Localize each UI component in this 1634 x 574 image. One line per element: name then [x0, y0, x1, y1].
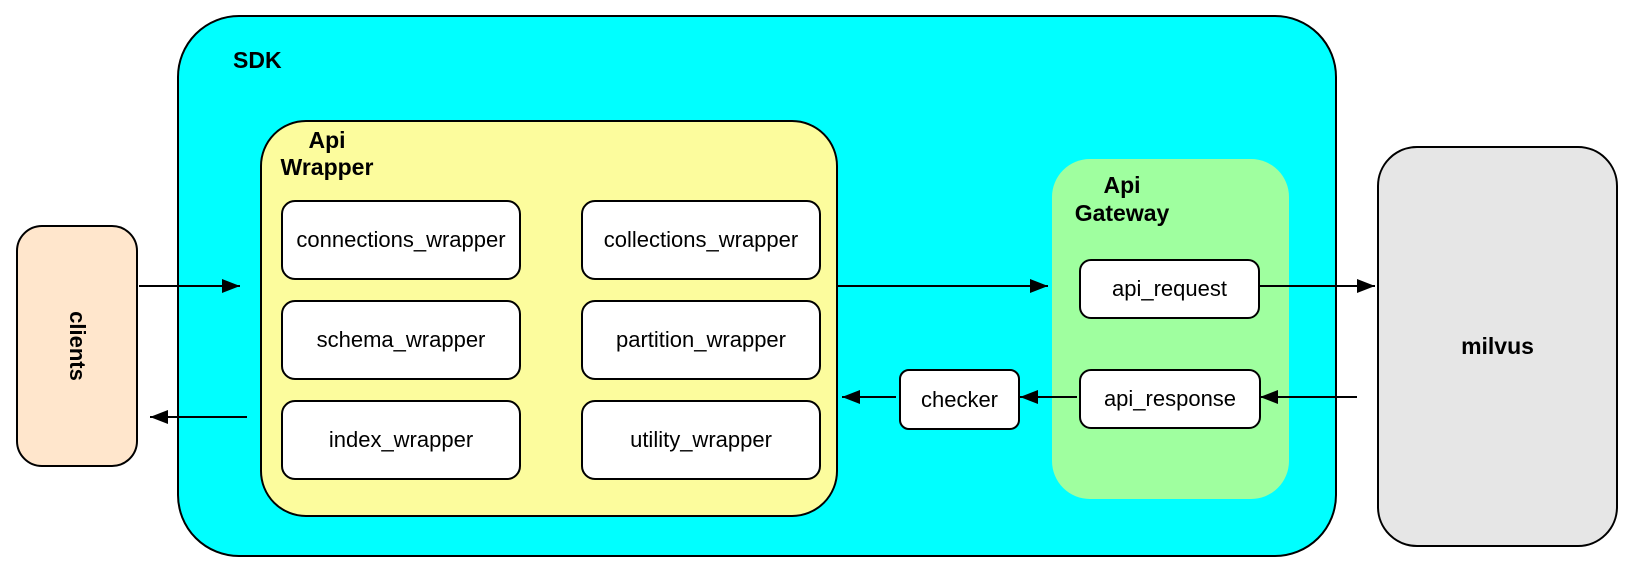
api-response-label: api_response: [1103, 386, 1237, 411]
api-gateway-label: Api Gateway: [1052, 171, 1192, 227]
module-label: connections_wrapper: [296, 227, 506, 252]
clients-label: clients: [64, 311, 90, 381]
api-request-label: api_request: [1112, 276, 1227, 301]
milvus-node: milvus: [1377, 146, 1618, 547]
module-collections-wrapper: collections_wrapper: [581, 200, 821, 280]
api-wrapper-label: Api Wrapper: [270, 127, 384, 181]
module-schema-wrapper: schema_wrapper: [281, 300, 521, 380]
module-connections-wrapper: connections_wrapper: [281, 200, 521, 280]
sdk-container: SDK Api Wrapper connections_wrapper coll…: [177, 15, 1337, 557]
sdk-label: SDK: [233, 47, 282, 73]
milvus-label: milvus: [1461, 333, 1534, 359]
api-request-node: api_request: [1079, 259, 1260, 319]
api-wrapper-container: Api Wrapper connections_wrapper collecti…: [260, 120, 838, 517]
api-gateway-container: Api Gateway api_request api_response: [1052, 159, 1289, 499]
clients-node: clients: [16, 225, 138, 467]
module-partition-wrapper: partition_wrapper: [581, 300, 821, 380]
api-gateway-label-line1: Api: [1103, 172, 1141, 198]
module-label: index_wrapper: [328, 427, 474, 452]
module-label: partition_wrapper: [616, 327, 786, 352]
module-label: collections_wrapper: [603, 227, 799, 252]
api-wrapper-label-line2: Wrapper: [280, 154, 374, 180]
api-response-node: api_response: [1079, 369, 1261, 429]
api-wrapper-label-line1: Api: [308, 127, 346, 153]
module-label: utility_wrapper: [630, 427, 772, 452]
module-utility-wrapper: utility_wrapper: [581, 400, 821, 480]
module-label: schema_wrapper: [316, 327, 486, 352]
module-index-wrapper: index_wrapper: [281, 400, 521, 480]
api-gateway-label-line2: Gateway: [1074, 200, 1170, 226]
checker-node: checker: [899, 369, 1020, 430]
checker-label: checker: [920, 386, 999, 412]
